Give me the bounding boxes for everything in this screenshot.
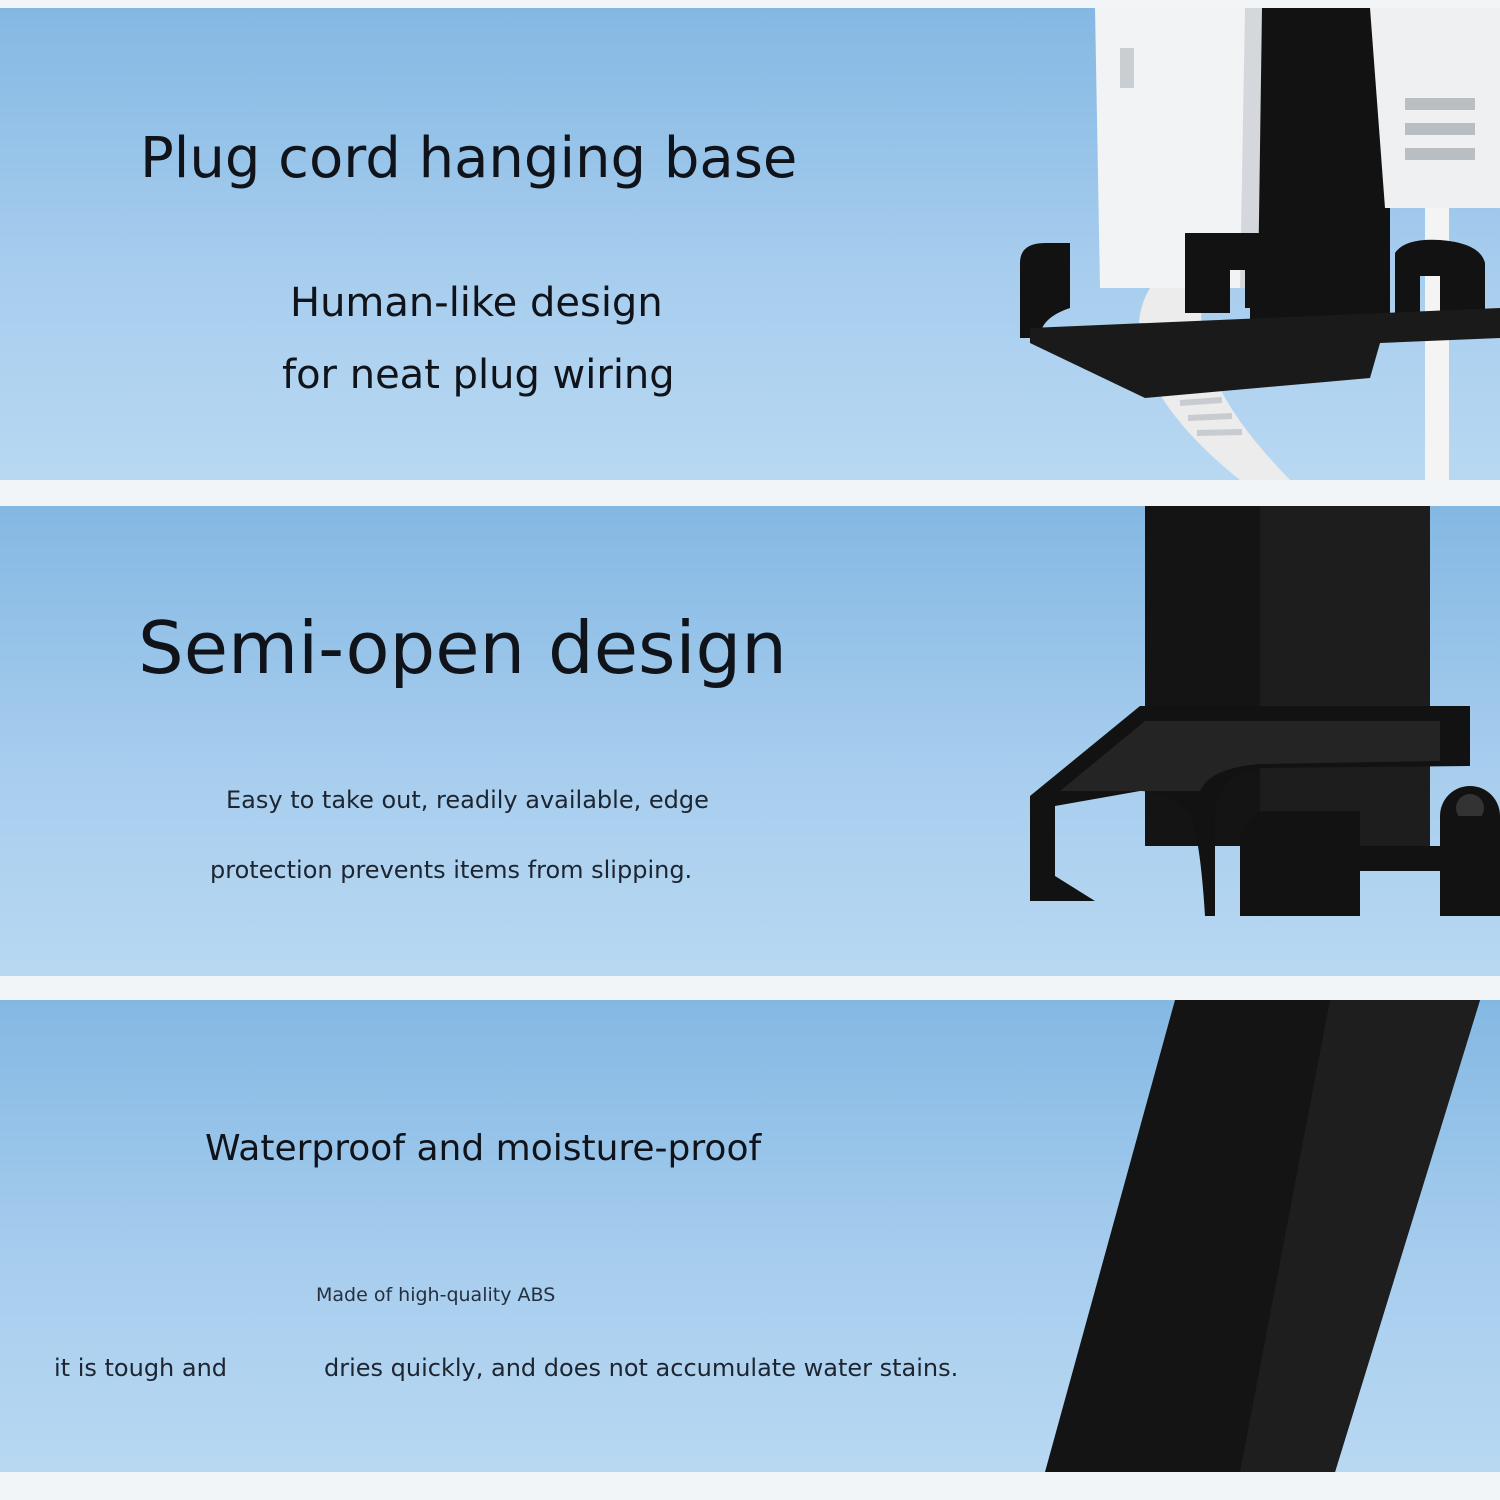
- panel-semi-open-design: Semi-open design Easy to take out, readi…: [0, 506, 1500, 976]
- panel-line-2: for neat plug wiring: [282, 352, 675, 398]
- panel-title: Plug cord hanging base: [140, 126, 798, 191]
- panel-line-2: protection prevents items from slipping.: [210, 856, 693, 884]
- panel-title: Semi-open design: [138, 606, 787, 690]
- panel-line-1: Human-like design: [290, 280, 663, 326]
- holder-back-plate-product-image: [1045, 1000, 1480, 1472]
- left-fragment: it is tough and: [54, 1354, 228, 1382]
- panel-line-1: Easy to take out, readily available, edg…: [226, 786, 709, 814]
- plug-holder-product-image: [1020, 8, 1500, 480]
- panel-waterproof: Waterproof and moisture-proof Made of hi…: [0, 1000, 1500, 1472]
- semi-open-holder-product-image: [1030, 506, 1500, 916]
- right-fragment: dries quickly, and does not accumulate w…: [324, 1354, 959, 1382]
- material-line: Made of high-quality ABS: [316, 1284, 556, 1306]
- panel-title: Waterproof and moisture-proof: [205, 1128, 762, 1169]
- panel-plug-cord-hanging-base: Plug cord hanging base Human-like design…: [0, 8, 1500, 480]
